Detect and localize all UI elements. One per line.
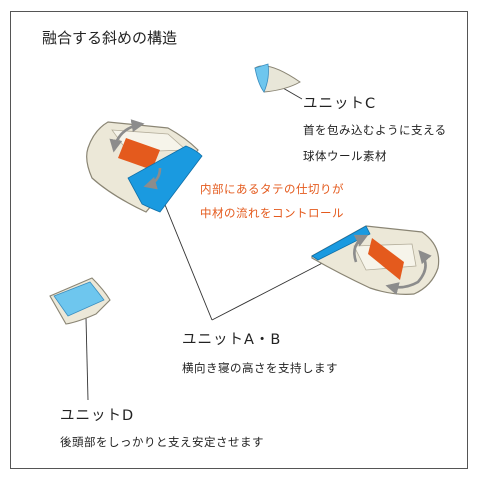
leader-line-unit-b: [211, 255, 337, 321]
unit-ab-desc: 横向き寝の高さを支持します: [182, 361, 338, 375]
unit-d-desc: 後頭部をしっかりと支え安定させます: [60, 435, 264, 449]
leader-line-unit-d: [85, 317, 89, 401]
unit-a-pillow: [86, 119, 203, 213]
diagram-title: 融合する斜めの構造: [42, 29, 178, 47]
unit-b-pillow: [311, 225, 440, 295]
unit-c-name: ユニットC: [303, 96, 377, 112]
unit-d-piece: [49, 277, 111, 325]
unit-c-piece: [254, 63, 301, 93]
unit-c-desc-line-1: 首を包み込むように支える: [303, 123, 447, 137]
callout-line-1: 内部にあるタテの仕切りが: [200, 182, 344, 196]
unit-c-desc-line-2: 球体ウール素材: [303, 149, 387, 163]
callout-line-2: 中材の流れをコントロール: [200, 206, 344, 220]
unit-ab-name: ユニットA・B: [182, 332, 282, 348]
unit-d-name: ユニットD: [60, 408, 135, 424]
